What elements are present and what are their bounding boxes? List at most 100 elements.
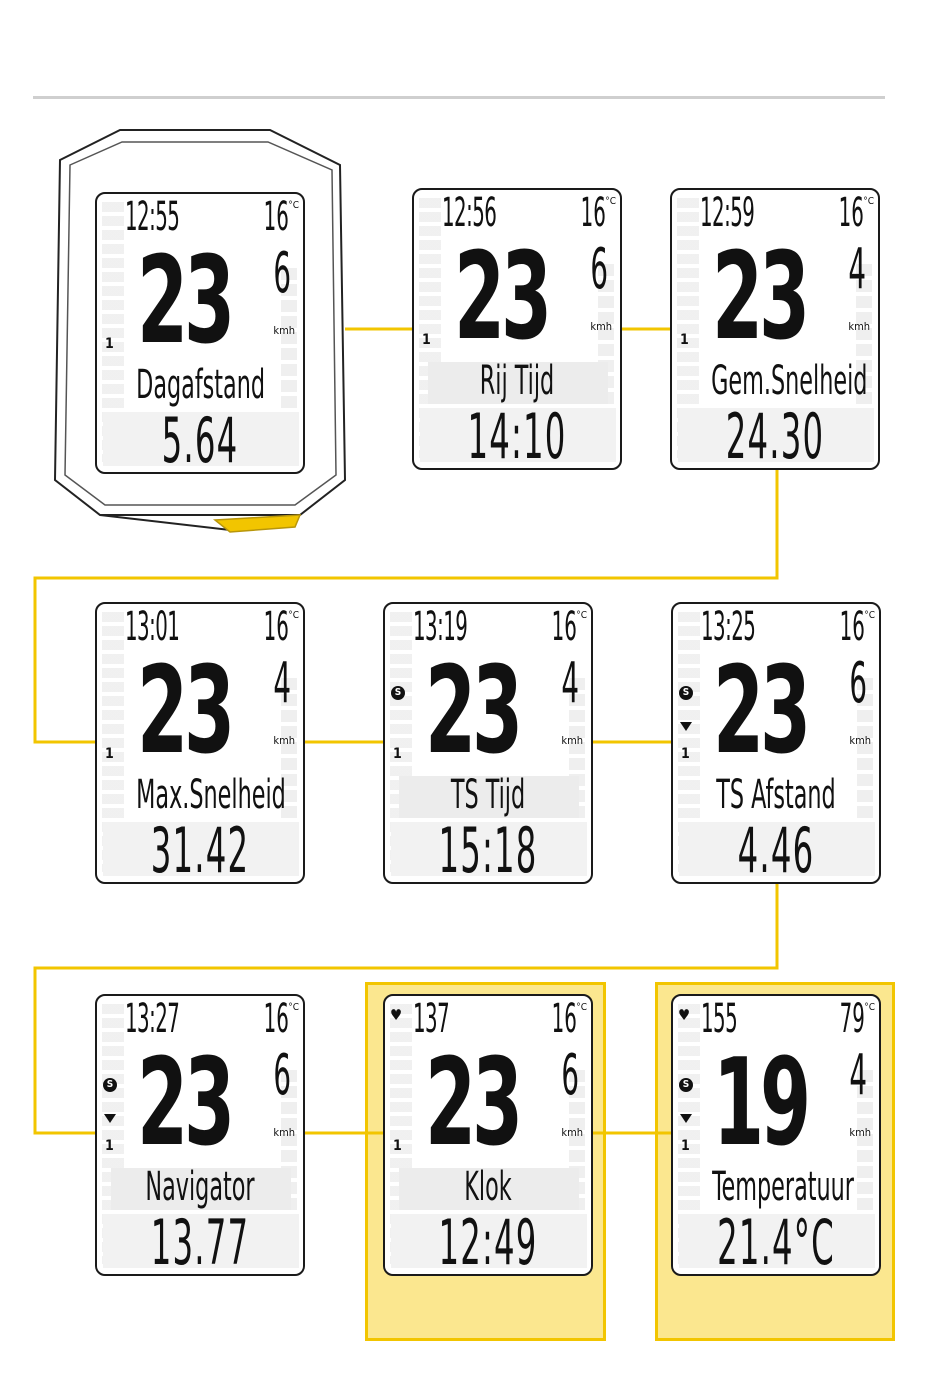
lcd-ghost-segments [102,612,124,872]
top-left-readout: 13:27 [125,996,180,1042]
celsius-unit: °C [605,196,616,207]
stopwatch-icon: S [103,1078,117,1092]
temperature-readout: 16 [263,194,289,240]
speed-value: 23 [713,642,811,781]
stopwatch-icon: S [679,686,693,700]
speed-unit: kmh [561,1126,583,1139]
speed-unit: kmh [849,734,871,747]
function-label: Temperatuur [712,1164,854,1210]
celsius-unit: °C [288,1002,299,1013]
speed-decimal: 6 [273,1043,291,1108]
function-label: Gem.Snelheid [711,358,868,404]
lcd-ghost-segments [103,822,299,876]
speed-decimal: 4 [849,1043,867,1108]
temperature-readout: 16 [551,604,577,650]
lcd-ghost-segments [103,412,299,466]
lcd-ghost-segments [103,1214,299,1268]
temperature-readout: 16 [838,190,864,236]
speed-unit: kmh [273,324,295,337]
speed-unit: kmh [273,1126,295,1139]
trip-indicator: 1 [393,1138,402,1154]
temperature-readout: 16 [263,604,289,650]
temperature-readout: 79 [839,996,865,1042]
temperature-readout: 16 [263,996,289,1042]
speed-decimal: 6 [273,241,291,306]
lcd-ghost-segments [678,612,700,872]
speed-unit: kmh [561,734,583,747]
function-value: 24.30 [725,400,825,470]
celsius-unit: °C [864,1002,875,1013]
speed-decimal: 4 [848,237,866,302]
trip-indicator: 1 [105,336,114,352]
speed-value: 19 [713,1034,811,1173]
speed-unit: kmh [848,320,870,333]
temperature-readout: 16 [551,996,577,1042]
lcd-ghost-segments [678,408,874,462]
speed-value: 23 [137,642,235,781]
trip-indicator: 1 [422,332,431,348]
speed-decimal: 6 [849,651,867,716]
lcd-ghost-segments [102,202,124,462]
speed-value: 23 [137,232,235,371]
speed-value: 23 [454,228,552,367]
function-value: 31.42 [150,814,250,884]
celsius-unit: °C [576,610,587,621]
down-arrow-icon [680,1114,692,1123]
lcd-ghost-segments [677,198,699,458]
top-left-readout: 13:25 [701,604,756,650]
stopwatch-icon: S [391,686,405,700]
speed-decimal: 4 [273,651,291,716]
function-value: 13.77 [150,1206,250,1276]
temperature-readout: 16 [839,604,865,650]
trip-indicator: 1 [681,746,690,762]
lcd-ghost-segments [679,822,875,876]
lcd-ghost-segments [420,408,616,462]
speed-unit: kmh [273,734,295,747]
top-left-readout: 13:19 [413,604,468,650]
lcd-ghost-segments [857,678,873,818]
trip-indicator: 1 [681,1138,690,1154]
trip-indicator: 1 [105,746,114,762]
function-value: 12:49 [438,1206,538,1276]
function-label: TS Afstand [716,772,836,818]
function-value: 21.4°C [717,1206,835,1276]
lcd-ghost-segments [281,268,297,408]
speed-unit: kmh [590,320,612,333]
function-value: 15:18 [438,814,538,884]
function-label: Klok [464,1164,512,1210]
label-highlight [399,776,579,818]
top-left-readout: 12:56 [442,190,497,236]
celsius-unit: °C [863,196,874,207]
function-label: Dagafstand [136,362,266,408]
lcd-ghost-segments [678,1004,700,1264]
function-label: Rij Tijd [479,358,555,404]
label-highlight [399,1168,579,1210]
celsius-unit: °C [576,1002,587,1013]
down-arrow-icon [680,722,692,731]
lcd-ghost-segments [856,264,872,404]
function-value: 4.46 [737,814,815,884]
function-value: 14:10 [467,400,567,470]
stopwatch-icon: S [679,1078,693,1092]
down-arrow-icon [104,1114,116,1123]
lcd-ghost-segments [391,822,587,876]
top-left-readout: 13:01 [125,604,180,650]
function-value: 5.64 [161,404,239,474]
speed-value: 23 [425,1034,523,1173]
top-left-readout: 137 [413,996,450,1042]
speed-value: 23 [425,642,523,781]
celsius-unit: °C [288,610,299,621]
function-label: TS Tijd [450,772,526,818]
heart-icon: ♥ [678,1006,691,1024]
heart-icon: ♥ [390,1006,403,1024]
speed-value: 23 [712,228,810,367]
